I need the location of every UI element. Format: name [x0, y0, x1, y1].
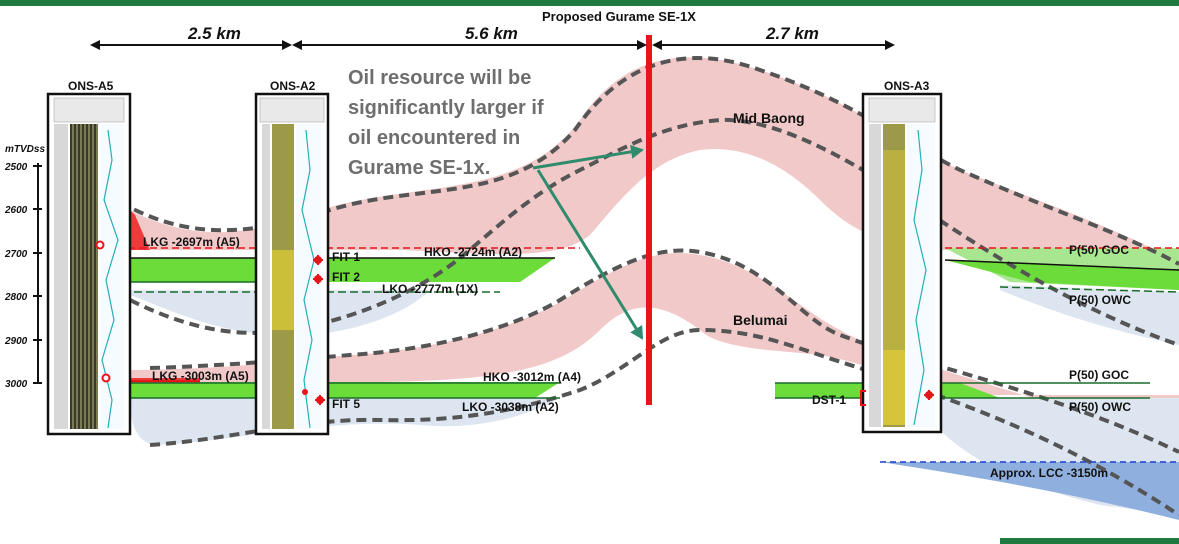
fit-5-label: FIT 5 [332, 397, 360, 411]
test-markers [313, 255, 934, 406]
callout-line-3: oil encountered in [348, 127, 520, 149]
well-log-ons-a5 [46, 92, 132, 436]
dst-1-label: DST-1 [812, 393, 846, 407]
fit-5-marker-icon [315, 395, 325, 405]
well-log-ons-a3 [861, 92, 943, 434]
distance-label-3: 2.7 km [765, 24, 819, 43]
distance-label-1: 2.5 km [187, 24, 241, 43]
fit-2-marker-icon [313, 274, 323, 284]
depth-tick-3000: 3000 [5, 379, 28, 390]
lcc-label: Approx. LCC -3150m [990, 466, 1108, 480]
proposed-well-title: Proposed Gurame SE-1X [542, 9, 696, 24]
well-label-ons-a3: ONS-A3 [884, 79, 930, 93]
lko-upper-label: LKO -2777m (1X) [382, 282, 478, 296]
depth-tick-2900: 2900 [4, 336, 28, 347]
owc-lower-label: P(50) OWC [1069, 400, 1131, 414]
lko-lower-label: LKO -3038m (A2) [462, 400, 559, 414]
depth-axis-ticks [33, 165, 42, 384]
callout-arrows [532, 144, 644, 340]
bottom-bar [1000, 538, 1179, 544]
well-label-ons-a5: ONS-A5 [68, 79, 114, 93]
callout-line-2: significantly larger if [348, 97, 544, 119]
upper-water-right [1000, 285, 1179, 345]
lkg-upper-label: LKG -2697m (A5) [143, 235, 240, 249]
callout-line-4: Gurame SE-1x. [348, 157, 490, 179]
deep-water-zone [880, 462, 1179, 520]
owc-upper-label: P(50) OWC [1069, 293, 1131, 307]
depth-tick-2800: 2800 [4, 292, 28, 303]
callout-line-1: Oil resource will be [348, 67, 531, 89]
depth-tick-2700: 2700 [4, 249, 28, 260]
distance-label-2: 5.6 km [465, 24, 518, 43]
dst-1-bracket [860, 390, 866, 406]
top-bar [0, 0, 1179, 6]
zone-label-belumai: Belumai [733, 312, 787, 328]
depth-tick-2600: 2600 [4, 205, 28, 216]
goc-upper-label: P(50) GOC [1069, 243, 1129, 257]
depth-tick-2500: 2500 [4, 162, 28, 173]
dst-1-marker-icon [924, 390, 934, 400]
goc-lower-label: P(50) GOC [1069, 368, 1129, 382]
fit-2-label: FIT 2 [332, 270, 360, 284]
hko-upper-label: HKO -2724m (A2) [424, 245, 522, 259]
hko-lower-label: HKO -3012m (A4) [483, 370, 581, 384]
zone-label-mid-baong: Mid Baong [733, 110, 805, 126]
fit-1-marker-icon [313, 255, 323, 265]
lower-gas-zone [130, 253, 1179, 450]
fit-1-label: FIT 1 [332, 250, 360, 264]
depth-axis-unit: mTVDss [5, 144, 45, 155]
lkg-lower-label: LKG -3003m (A5) [152, 369, 249, 383]
well-label-ons-a2: ONS-A2 [270, 79, 316, 93]
